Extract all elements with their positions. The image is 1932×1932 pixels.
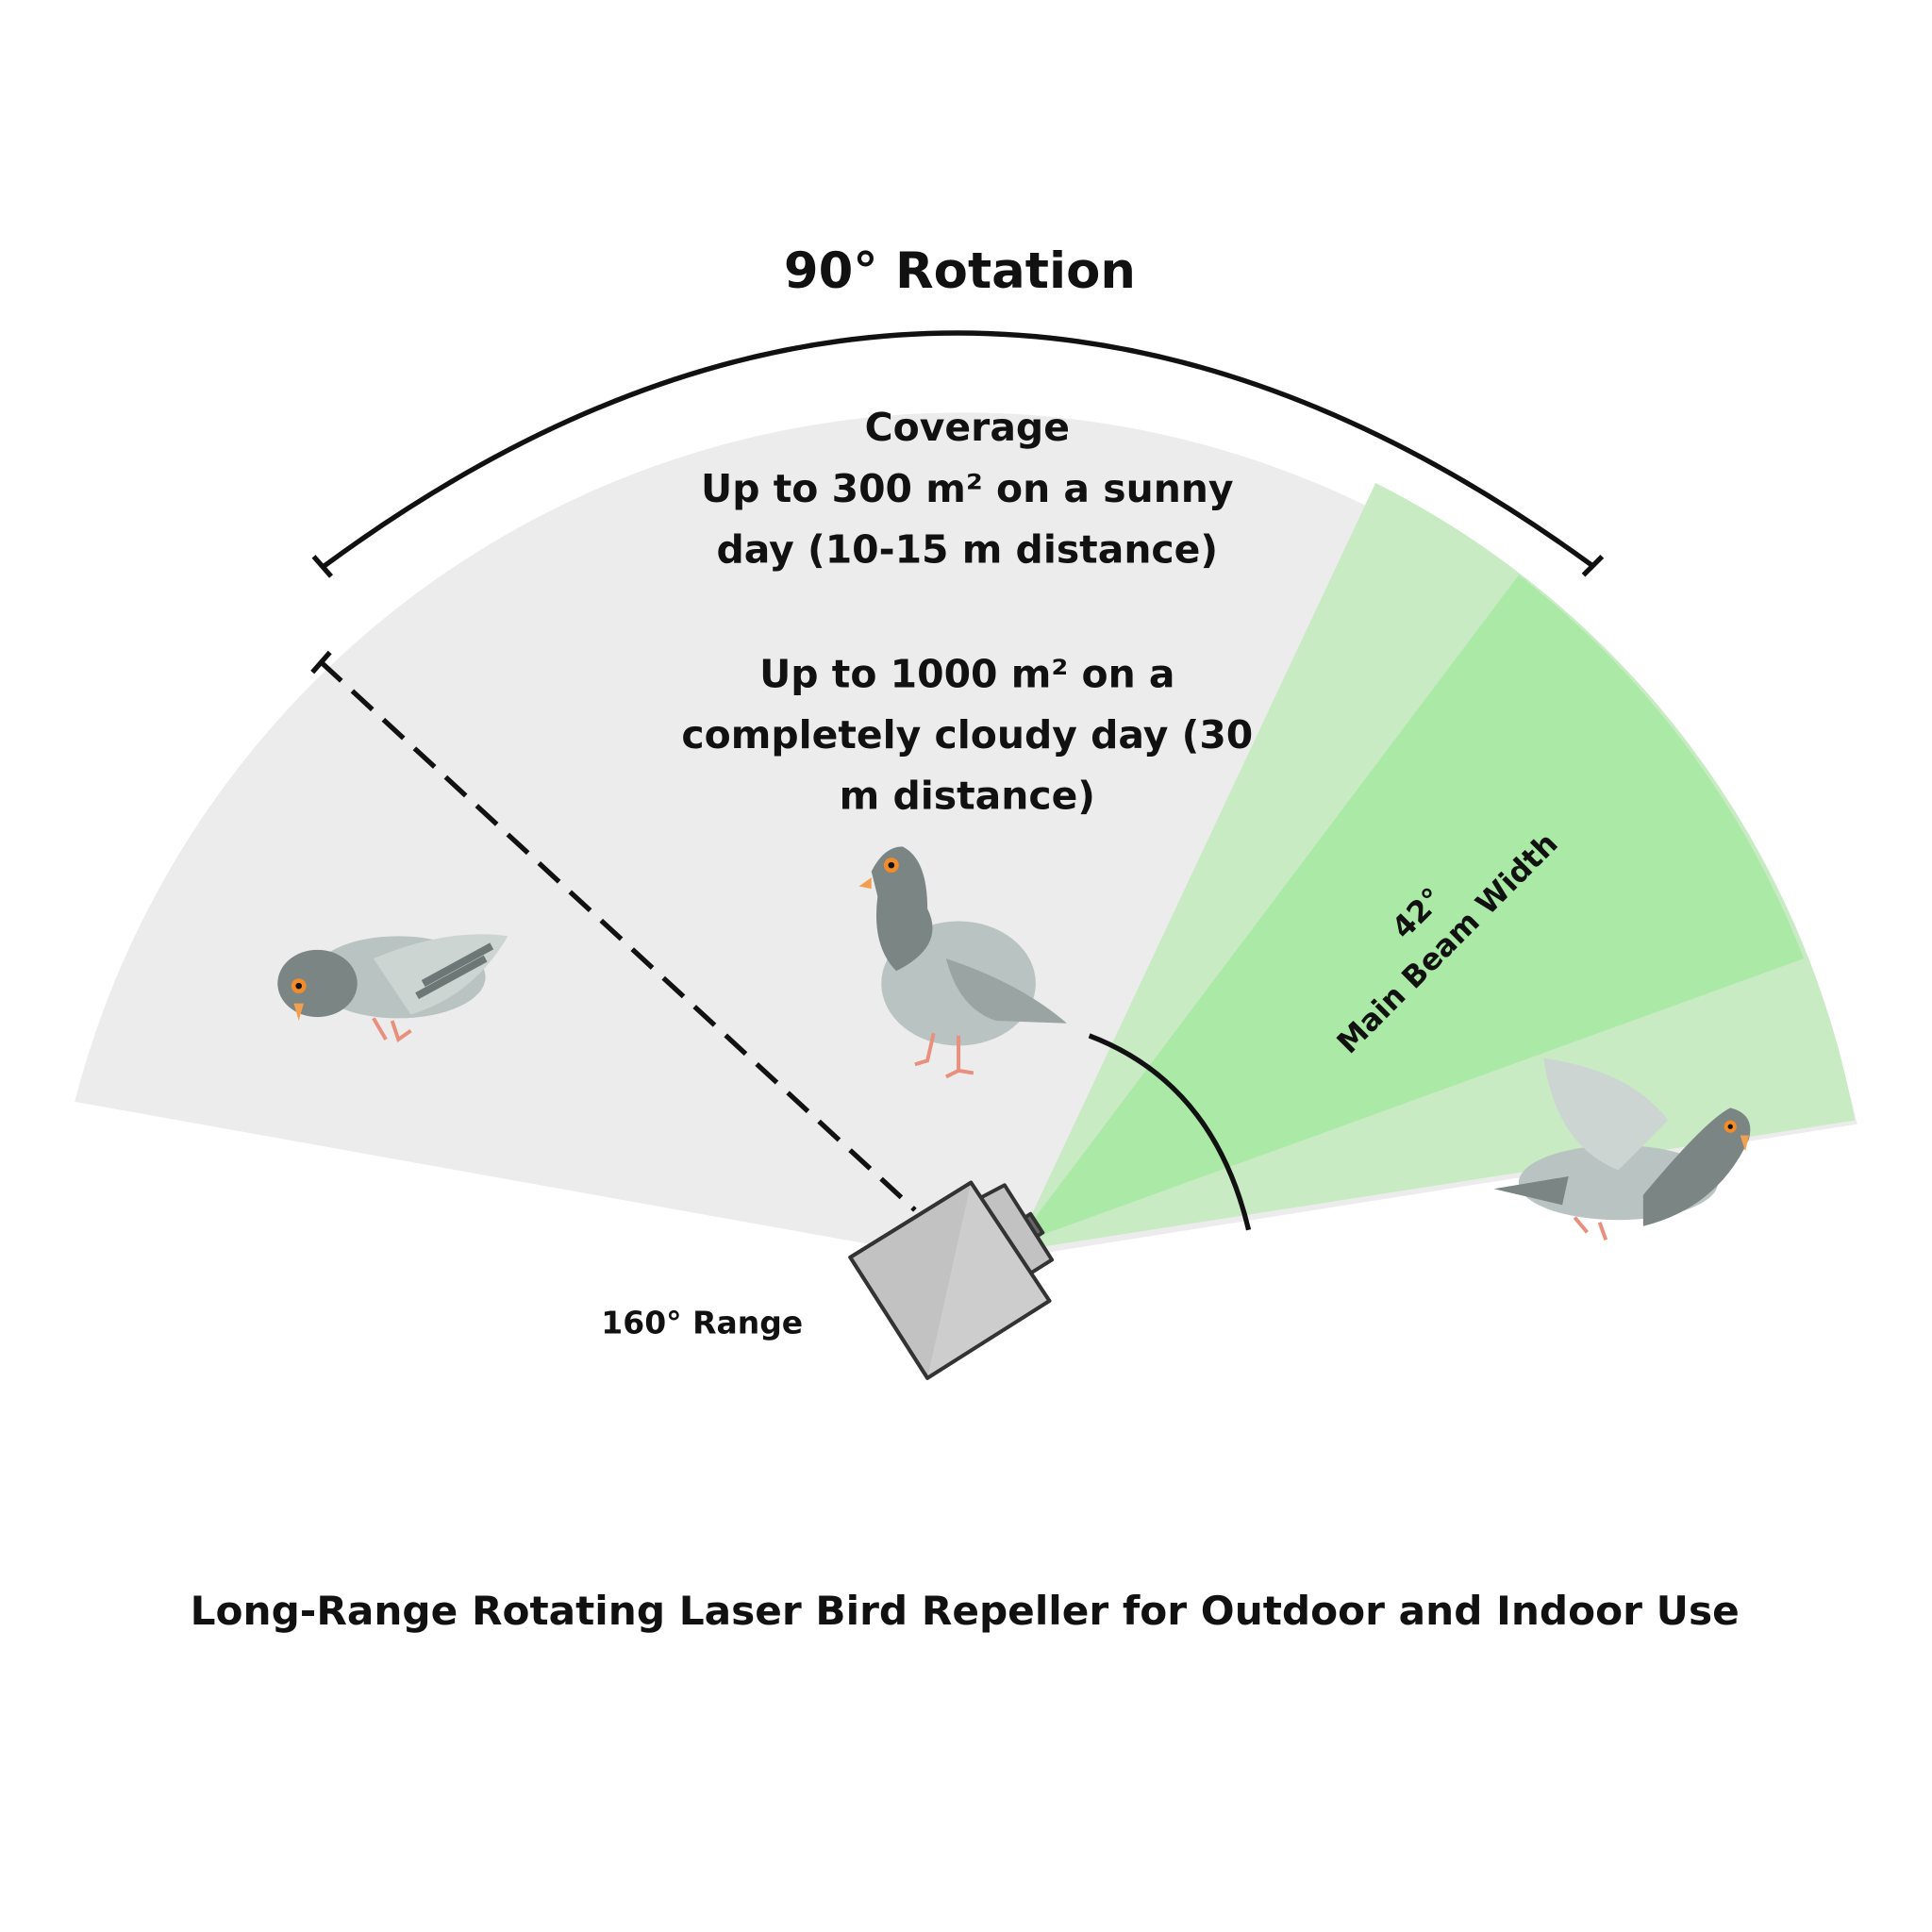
coverage-line: Up to 300 m² on a sunny bbox=[701, 466, 1234, 511]
pigeon-pecking-icon bbox=[277, 934, 508, 1042]
rotation-arc bbox=[311, 330, 1605, 578]
coverage-line: m distance) bbox=[840, 774, 1095, 819]
beam-angle-arc bbox=[1088, 1033, 1252, 1231]
coverage-text: Coverage Up to 300 m² on a sunny day (10… bbox=[681, 405, 1253, 819]
beam-main bbox=[1014, 575, 1805, 1245]
pigeon-flying-icon bbox=[1493, 1058, 1751, 1241]
coverage-line: Up to 1000 m² on a bbox=[759, 651, 1174, 696]
rotation-title: 90° Rotation bbox=[784, 242, 1136, 300]
range-label: 160° Range bbox=[601, 1304, 803, 1341]
coverage-line: completely cloudy day (30 bbox=[681, 712, 1253, 758]
laser-device bbox=[848, 1180, 1055, 1380]
coverage-heading: Coverage bbox=[865, 405, 1070, 450]
pigeon-standing-icon bbox=[858, 846, 1067, 1079]
range-dashed-line bbox=[310, 650, 917, 1212]
coverage-line: day (10-15 m distance) bbox=[717, 526, 1219, 572]
caption: Long-Range Rotating Laser Bird Repeller … bbox=[191, 1588, 1740, 1634]
